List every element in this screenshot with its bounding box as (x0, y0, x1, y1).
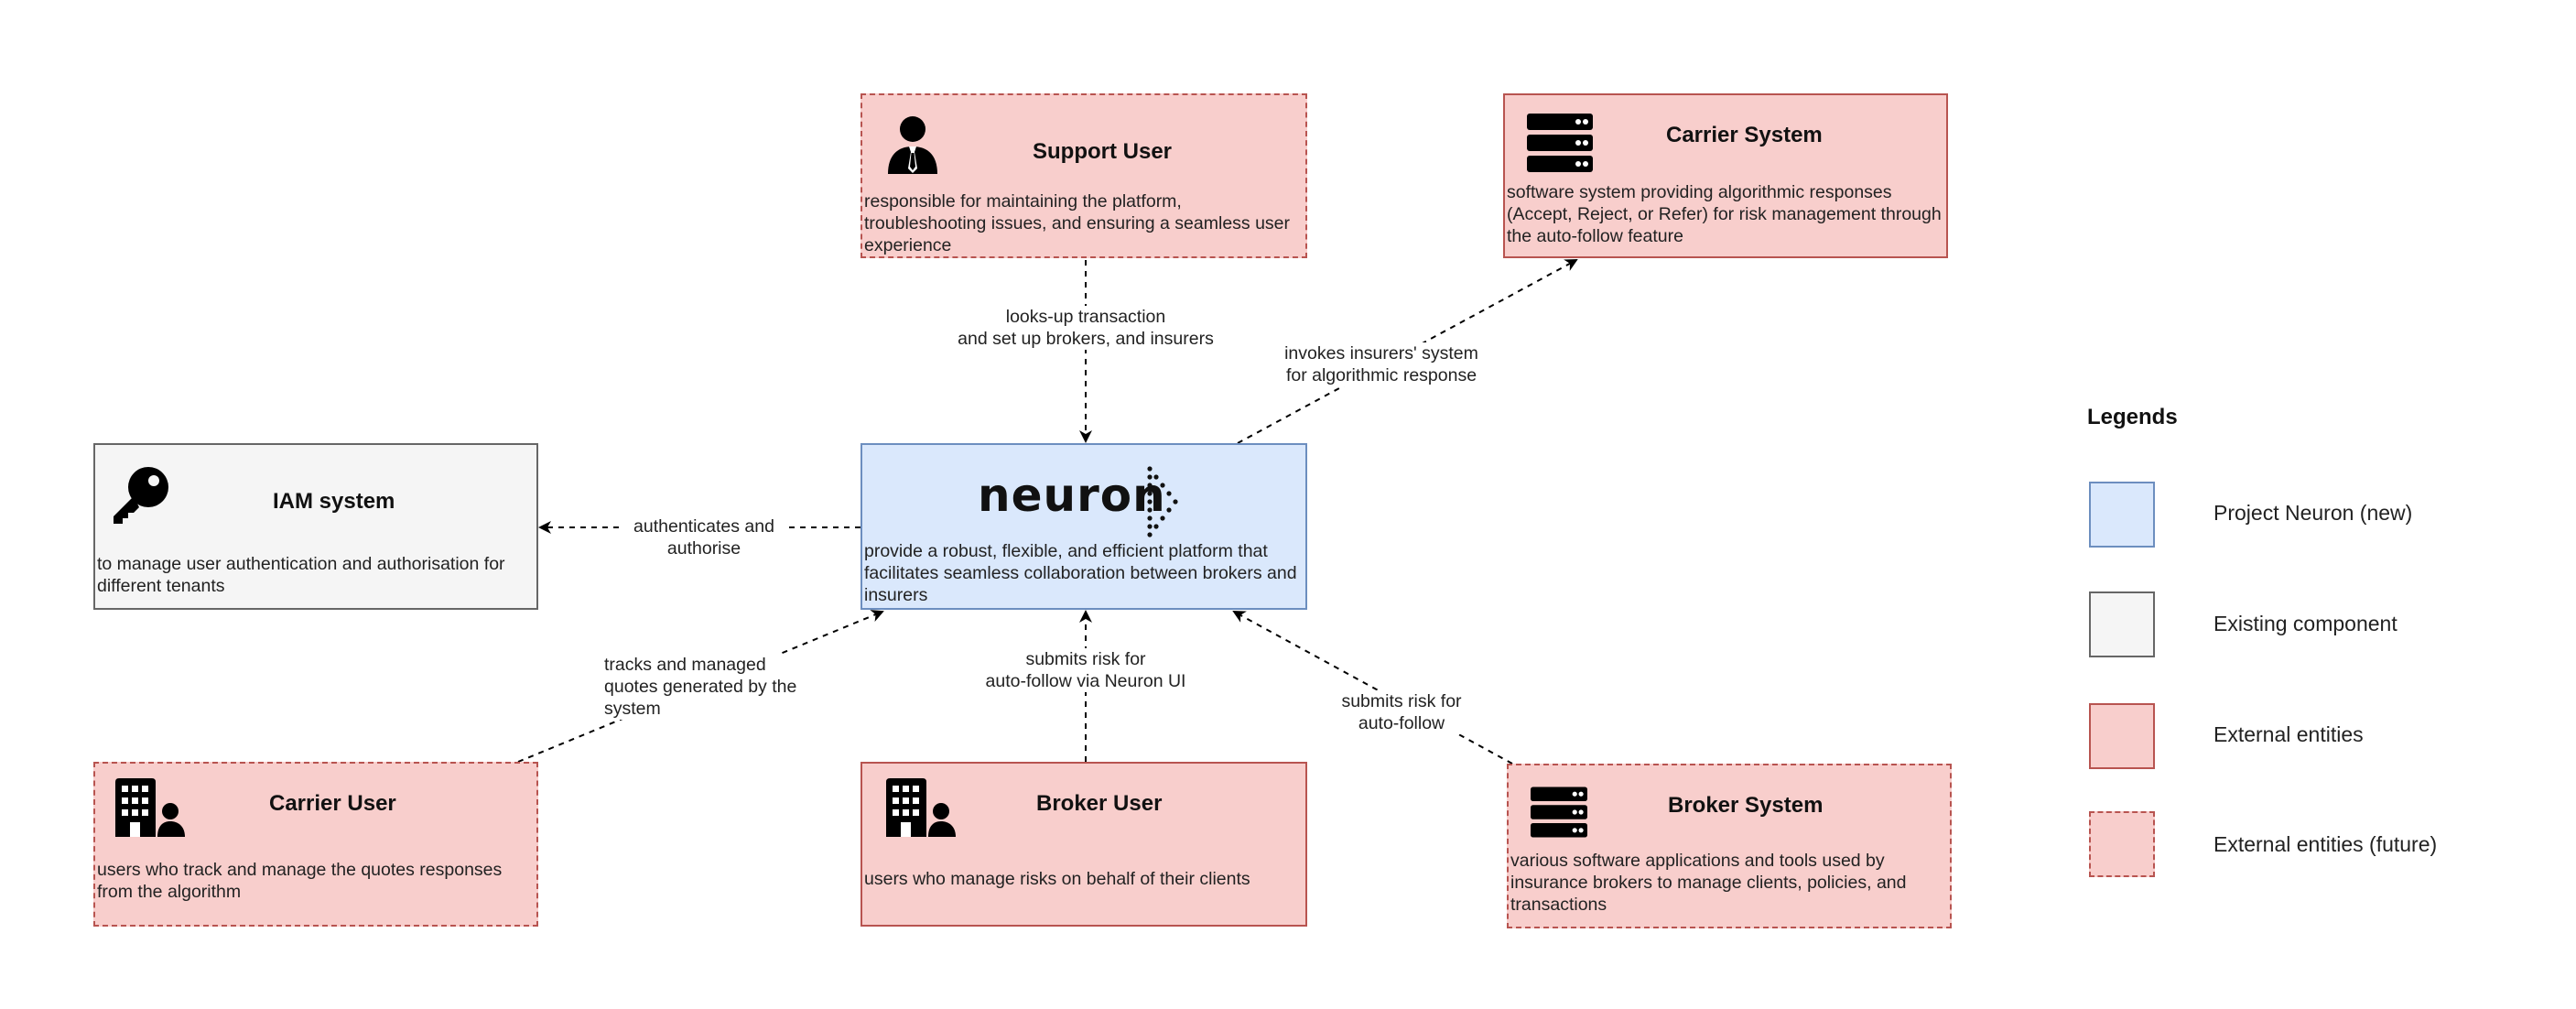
edge-label-line: tracks and managed (604, 655, 766, 675)
node-title: Support User (1033, 139, 1173, 164)
logo-dot (1147, 491, 1153, 496)
edge-label-broker-user-to-neuron: submits risk for auto-follow via Neuron … (976, 648, 1196, 692)
neuron-logo-text: neuron (978, 469, 1166, 522)
legend-swatch-external-future (2089, 811, 2155, 877)
edge-label-line: for algorithmic response (1285, 365, 1477, 385)
node-description: software system providing algorithmic re… (1507, 182, 1942, 246)
logo-dot (1147, 474, 1153, 480)
logo-dot (1153, 474, 1159, 480)
logo-dot (1160, 483, 1165, 488)
person-tie-icon (888, 116, 937, 174)
edge-label-support-to-neuron: looks-up transaction and set up brokers,… (950, 306, 1221, 350)
edge-label-line: system (604, 699, 661, 719)
logo-dot (1147, 532, 1153, 537)
node-description: to manage user authentication and author… (97, 554, 505, 596)
neuron-node[interactable]: neuron provide a robust, flexible, and e… (860, 443, 1307, 610)
legend-label-existing: Existing component (2213, 612, 2397, 635)
node-description: various software applications and tools … (1510, 851, 1907, 915)
legend-label-new: Project Neuron (new) (2213, 501, 2413, 525)
logo-dot (1147, 515, 1153, 521)
node-description: users who manage risks on behalf of thei… (864, 869, 1250, 889)
logo-dot (1166, 491, 1172, 496)
edge-label-neuron-to-iam: authenticates and authorise (624, 515, 784, 559)
node-description: responsible for maintaining the platform… (864, 191, 1291, 255)
edge-label-line: authorise (666, 538, 741, 559)
neuron-chevron-logo (1147, 466, 1178, 537)
node-title: Carrier System (1666, 123, 1823, 147)
edge-broker-system-to-neuron (1232, 611, 1513, 765)
edge-label-line: looks-up transaction (1005, 307, 1166, 327)
edge-label-line: submits risk for (1341, 691, 1462, 711)
server-icon (1527, 114, 1593, 172)
edge-label-line: auto-follow via Neuron UI (985, 671, 1186, 691)
logo-dot (1153, 524, 1159, 529)
iam-system-node[interactable]: IAM system to manage user authentication… (93, 443, 538, 610)
legend-label-external-future: External entities (future) (2213, 832, 2438, 856)
legend-title: Legends (2087, 405, 2178, 429)
edge-label-line: quotes generated by the (604, 677, 797, 697)
logo-dot (1147, 507, 1153, 513)
logo-dot (1160, 515, 1165, 521)
edge-label-line: submits risk for (1025, 649, 1146, 669)
node-title: Broker System (1668, 793, 1824, 818)
edge-label-neuron-to-carrier-system: invokes insurers' system for algorithmic… (1274, 342, 1488, 386)
edge-label-line: authenticates and (633, 516, 774, 537)
logo-dot (1166, 507, 1172, 513)
legend-swatch-existing (2089, 591, 2155, 657)
edge-label-line: auto-follow (1358, 713, 1445, 733)
edge-label-broker-system-to-neuron: submits risk for auto-follow (1331, 690, 1472, 734)
logo-dot (1173, 499, 1178, 504)
edge-neuron-to-carrier-system (1237, 259, 1578, 444)
edge-label-line: invokes insurers' system (1284, 343, 1478, 363)
carrier-user-node[interactable]: Carrier User users who track and manage … (93, 762, 538, 927)
node-description: provide a robust, flexible, and efficien… (864, 541, 1297, 605)
node-title: Carrier User (269, 791, 396, 816)
broker-user-node[interactable]: Broker User users who manage risks on be… (860, 762, 1307, 927)
edge-label-carrier-user-to-neuron: tracks and managed quotes generated by t… (604, 654, 817, 720)
legend-label-external: External entities (2213, 722, 2364, 746)
server-icon (1531, 787, 1587, 838)
key-icon (114, 467, 168, 524)
logo-dot (1147, 499, 1153, 504)
building-user-icon (886, 778, 956, 837)
node-description: users who track and manage the quotes re… (97, 860, 503, 902)
legend-swatch-new (2089, 482, 2155, 548)
logo-dot (1147, 483, 1153, 488)
legend-swatch-external (2089, 703, 2155, 769)
building-user-icon (115, 778, 185, 837)
carrier-system-node[interactable]: Carrier System software system providing… (1503, 93, 1948, 258)
logo-dot (1147, 524, 1153, 529)
node-title: IAM system (273, 489, 395, 514)
node-title: Broker User (1036, 791, 1163, 816)
broker-system-node[interactable]: Broker System various software applicati… (1507, 764, 1952, 928)
logo-dot (1147, 466, 1153, 472)
support-user-node[interactable]: Support User responsible for maintaining… (860, 93, 1307, 258)
edge-label-line: and set up brokers, and insurers (958, 329, 1214, 349)
